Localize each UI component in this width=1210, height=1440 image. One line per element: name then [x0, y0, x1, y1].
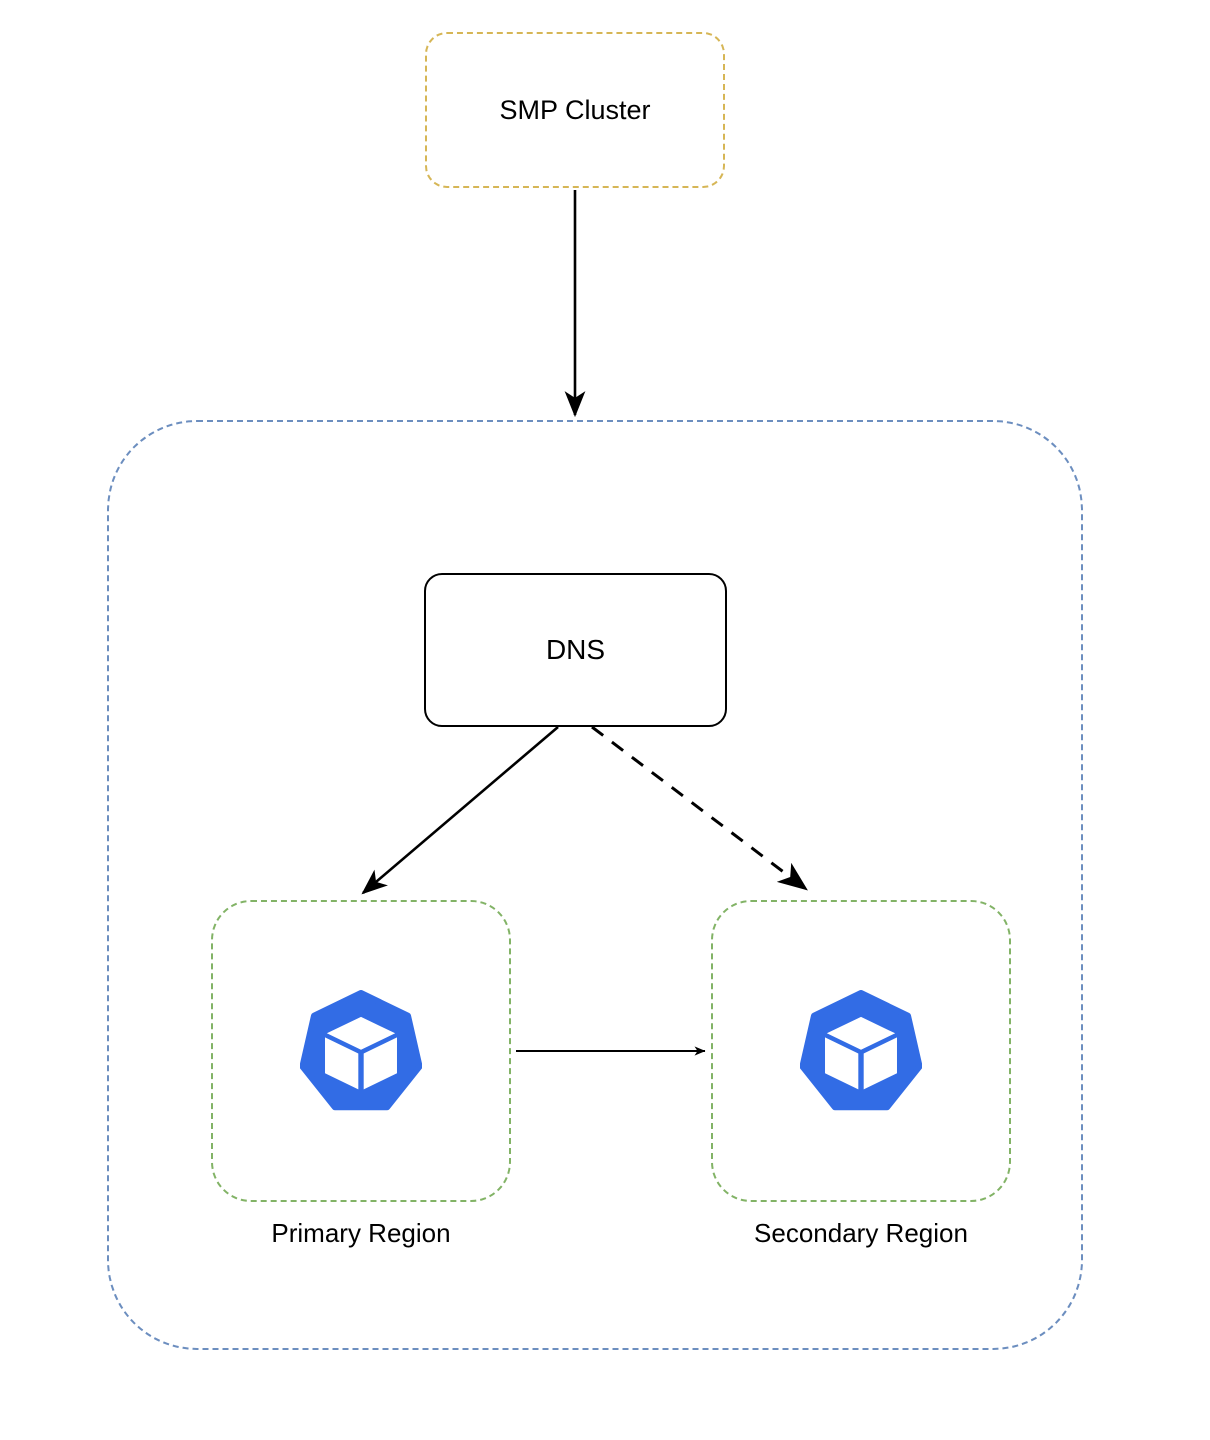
primary-region-group[interactable] [211, 900, 511, 1202]
primary-region-label: Primary Region [271, 1218, 451, 1248]
smp-cluster-node[interactable]: SMP Cluster [425, 32, 725, 188]
secondary-region-label: Secondary Region [754, 1218, 968, 1248]
smp-cluster-label: SMP Cluster [499, 94, 651, 125]
dns-node[interactable]: DNS [424, 573, 727, 727]
secondary-region-group[interactable] [711, 900, 1011, 1202]
dns-label: DNS [545, 634, 606, 666]
kubernetes-icon [300, 990, 422, 1111]
cloud-container-group[interactable] [107, 420, 1083, 1350]
kubernetes-icon [800, 990, 922, 1111]
